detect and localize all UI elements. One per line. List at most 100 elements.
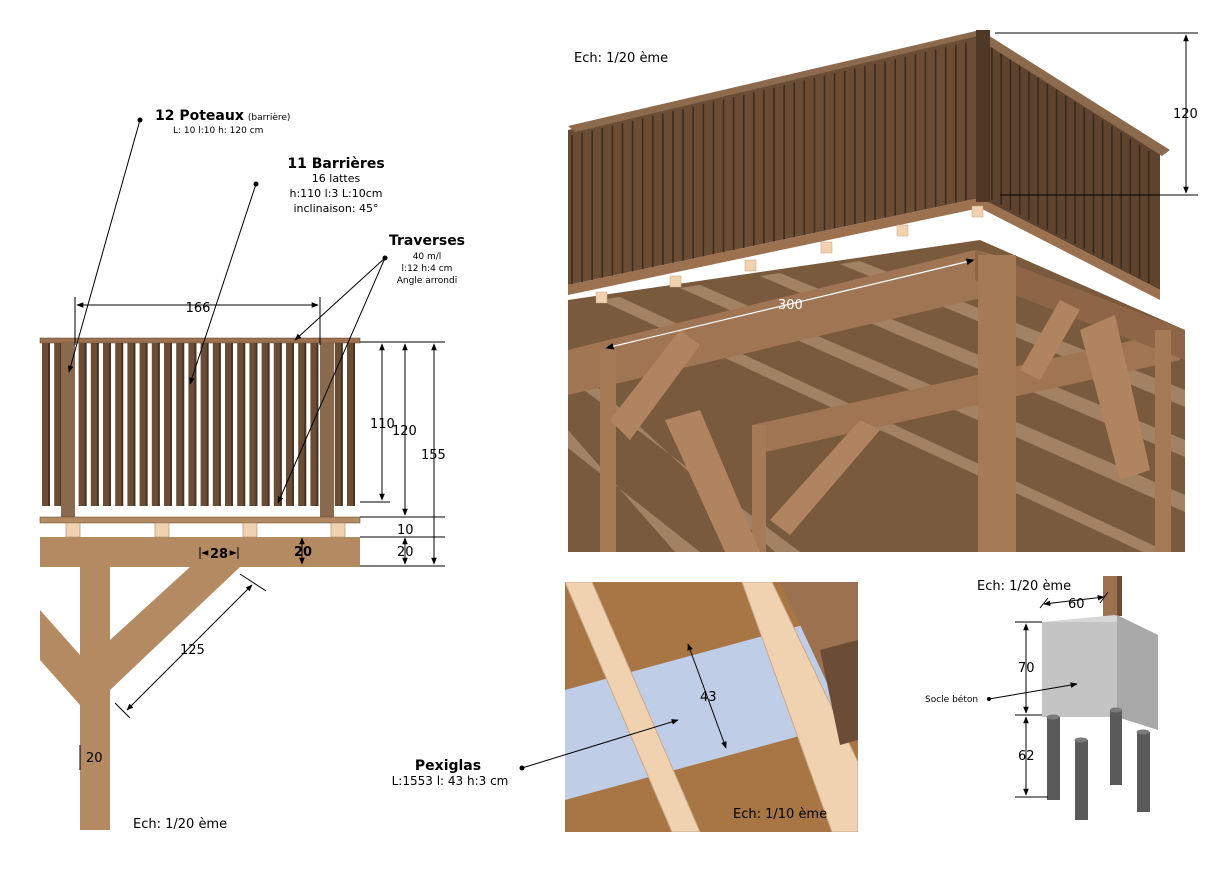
label-traverses-l2: l:12 h:4 cm bbox=[402, 264, 453, 274]
label-barrieres-l2: h:110 l:3 L:10cm bbox=[289, 187, 382, 200]
fence-slat-shadow bbox=[206, 343, 209, 506]
fence-slat bbox=[334, 343, 343, 506]
fence-post bbox=[61, 343, 75, 517]
label-traverses-l3: Angle arrondi bbox=[397, 276, 457, 286]
fence-slat bbox=[347, 343, 355, 506]
fence-slat-shadow bbox=[109, 343, 111, 506]
fence-slat bbox=[188, 343, 197, 506]
fence-slat bbox=[225, 343, 233, 506]
detail-joist bbox=[565, 582, 701, 832]
fence-slat-shadow bbox=[194, 343, 197, 506]
fence-slat-shadow bbox=[292, 343, 294, 506]
joist-block bbox=[65, 522, 81, 538]
fence-slat bbox=[42, 343, 50, 506]
fence-slat-shadow bbox=[279, 343, 282, 506]
fence-slat-shadow bbox=[243, 343, 246, 506]
label-traverses-title: Traverses bbox=[389, 233, 465, 249]
concrete-block bbox=[1042, 622, 1117, 717]
support-post bbox=[80, 567, 110, 830]
fence-slat-shadow bbox=[340, 343, 343, 506]
fence-slat bbox=[261, 343, 270, 506]
fence-wall-short bbox=[980, 35, 1160, 290]
fence-slat-shadow bbox=[121, 343, 124, 506]
fence-slat bbox=[78, 343, 87, 506]
fence-slat bbox=[286, 343, 294, 506]
fence-slat-shadow bbox=[48, 343, 50, 506]
fence-slat bbox=[237, 343, 246, 506]
scale-perspective: Ech: 1/20 ème bbox=[574, 51, 668, 66]
steel-pile bbox=[1075, 740, 1088, 820]
fence-slat bbox=[103, 343, 111, 506]
fence-slat bbox=[151, 343, 160, 506]
fence-slat-shadow bbox=[133, 343, 136, 506]
detail-view: 43 Pexiglas L:1553 l: 43 h:3 cm Ech: 1/1… bbox=[392, 582, 858, 832]
scale-socle: Ech: 1/20 ème bbox=[977, 579, 1071, 594]
fence-slat bbox=[249, 343, 258, 506]
dim-20-right: 20 bbox=[397, 545, 414, 560]
fence-slat-shadow bbox=[145, 343, 148, 506]
steel-pile bbox=[1110, 710, 1122, 785]
corner-post bbox=[976, 30, 990, 202]
joist-block bbox=[242, 522, 258, 538]
label-pexiglas-title: Pexiglas bbox=[415, 758, 481, 774]
fence-slat bbox=[176, 343, 185, 506]
diagonal-brace bbox=[40, 610, 80, 705]
fence-slat bbox=[90, 343, 99, 506]
dim-10: 10 bbox=[397, 523, 414, 538]
fence-slat bbox=[200, 343, 209, 506]
label-traverses-l1: 40 m/l bbox=[413, 252, 442, 262]
diagonal-brace bbox=[110, 567, 240, 690]
dim-120: 120 bbox=[392, 424, 417, 439]
detail-joist bbox=[741, 582, 858, 832]
label-poteaux-spec: L: 10 l:10 h: 120 cm bbox=[173, 126, 263, 136]
dim-detail-43: 43 bbox=[700, 690, 717, 705]
label-barrieres-title: 11 Barrières bbox=[287, 156, 384, 172]
frame-post bbox=[600, 350, 616, 552]
frame-post bbox=[752, 425, 766, 552]
top-rail bbox=[39, 337, 361, 344]
fence-slat-shadow bbox=[316, 343, 319, 506]
fence-slat bbox=[310, 343, 319, 506]
label-poteaux-note: (barrière) bbox=[248, 112, 291, 123]
label-poteaux-title: 12 Poteaux bbox=[155, 108, 244, 124]
fence-slat-shadow bbox=[231, 343, 233, 506]
fence-slat bbox=[164, 343, 172, 506]
fence-slat-shadow bbox=[157, 343, 160, 506]
frame-post bbox=[1155, 330, 1171, 552]
dim-socle-62: 62 bbox=[1018, 749, 1035, 764]
dim-20-post: 20 bbox=[86, 751, 103, 766]
scale-side: Ech: 1/20 ème bbox=[133, 817, 227, 832]
fence-post bbox=[320, 343, 334, 517]
deck-board bbox=[39, 516, 361, 524]
label-barrieres-l1: 16 lattes bbox=[312, 172, 361, 185]
frame-post bbox=[978, 255, 1016, 552]
fence-top-cap bbox=[568, 30, 990, 132]
dim-width: 166 bbox=[186, 301, 211, 316]
dim-125: 125 bbox=[180, 643, 205, 658]
label-socle: Socle béton bbox=[925, 694, 978, 705]
fence-slat bbox=[115, 343, 124, 506]
dim-socle-60: 60 bbox=[1068, 597, 1085, 612]
dim-persp-120: 120 bbox=[1173, 107, 1198, 122]
socle-view: Ech: 1/20 ème 60 70 62 bbox=[925, 576, 1158, 820]
steel-pile bbox=[1047, 717, 1060, 800]
fence-slat bbox=[298, 343, 307, 506]
label-pexiglas-spec: L:1553 l: 43 h:3 cm bbox=[392, 774, 509, 788]
side-view: 166 110 120 155 10 20 20 28 125 20 12 bbox=[39, 108, 465, 832]
dim-28: 28 bbox=[210, 547, 228, 562]
fence-slat bbox=[54, 343, 63, 506]
steel-pile bbox=[1137, 732, 1150, 812]
fence-slat-shadow bbox=[182, 343, 185, 506]
fence-slat-shadow bbox=[304, 343, 307, 506]
scale-detail: Ech: 1/10 ème bbox=[733, 807, 827, 822]
fence-slat-shadow bbox=[353, 343, 355, 506]
joist-block bbox=[330, 522, 346, 538]
diagonal-brace bbox=[610, 330, 700, 440]
fence-slat-shadow bbox=[218, 343, 221, 506]
svg-text:12 Poteaux(barrière): 12 Poteaux (barrière) bbox=[155, 108, 290, 124]
fence-slat-shadow bbox=[84, 343, 87, 506]
fence-slat bbox=[273, 343, 282, 506]
dim-persp-300: 300 bbox=[778, 298, 803, 313]
dim-110: 110 bbox=[370, 417, 395, 432]
